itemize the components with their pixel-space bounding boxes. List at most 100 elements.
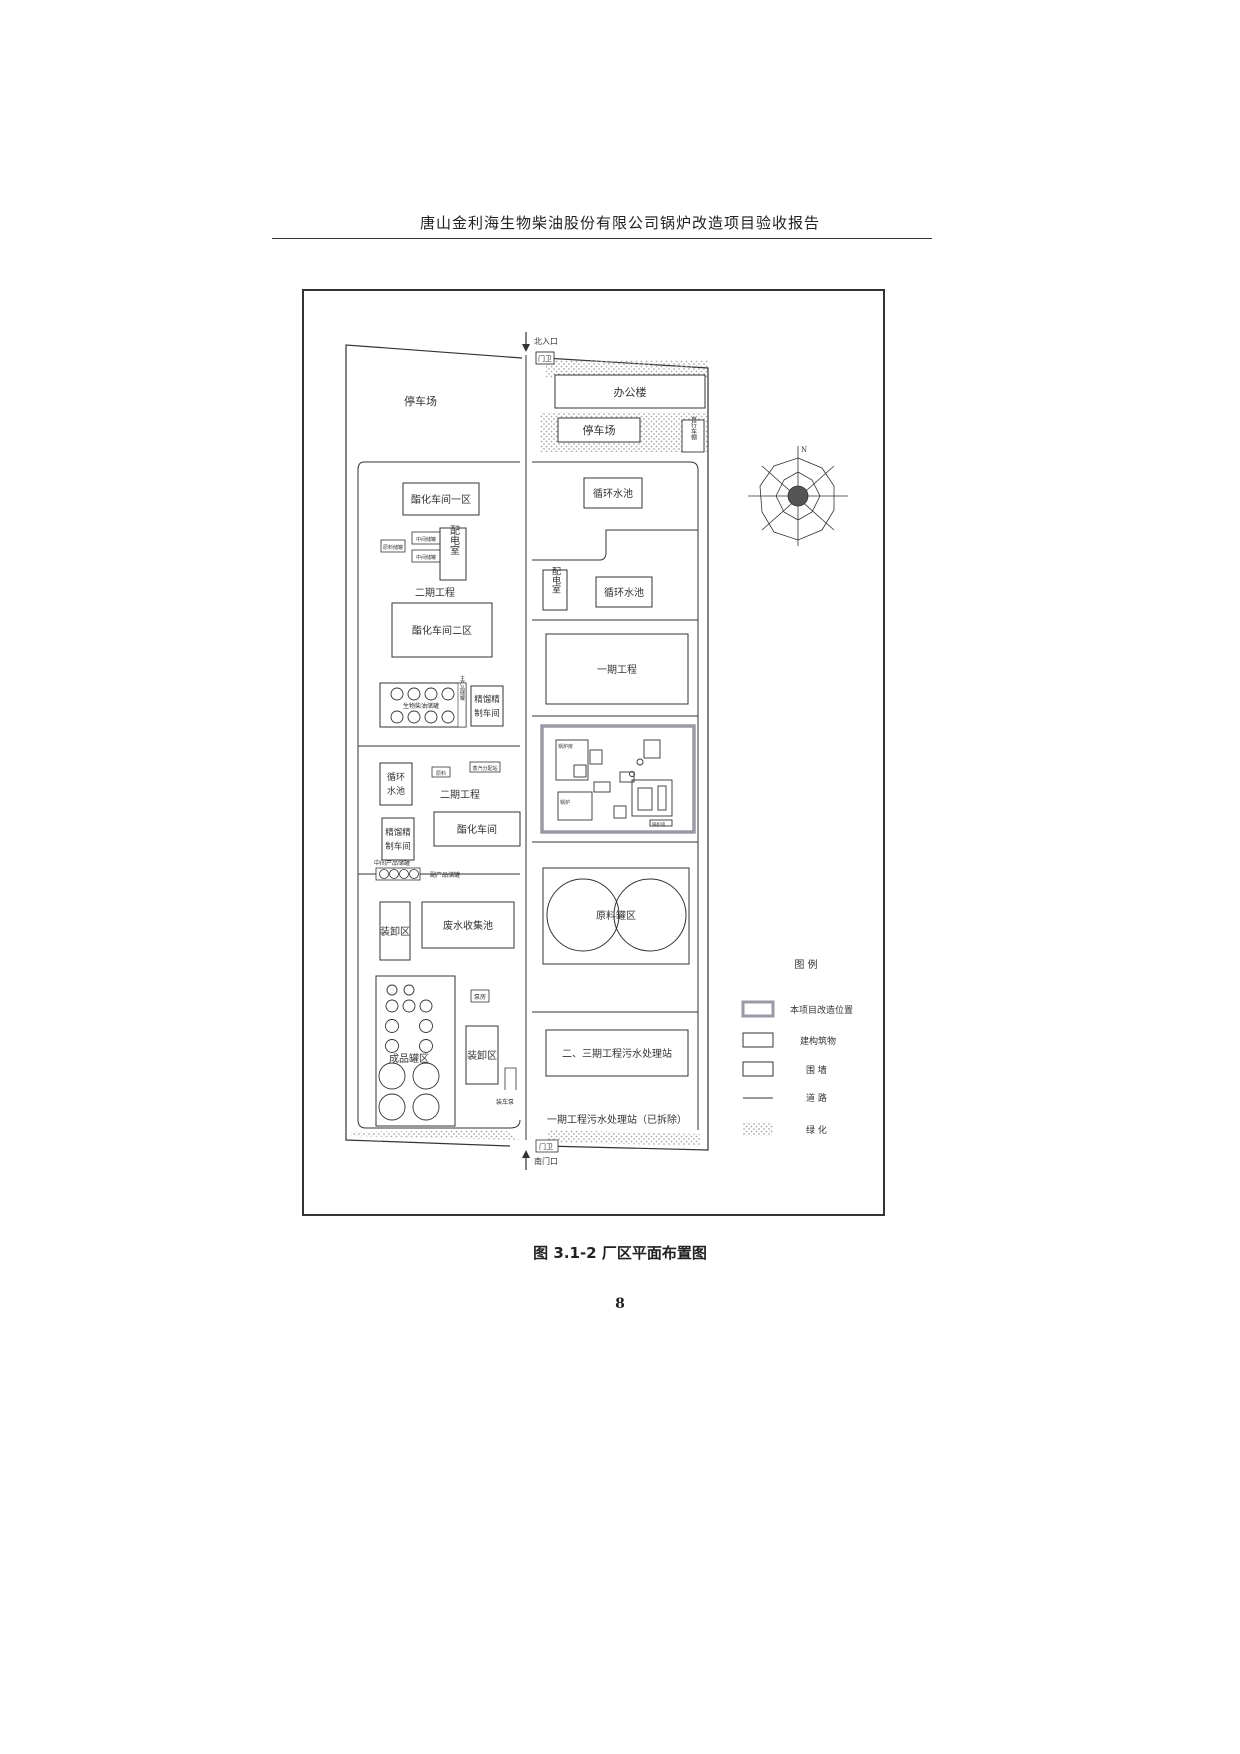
product-tanks (378, 984, 440, 1121)
product-tank-area-label: 成品罐区 (389, 1052, 429, 1065)
power-room-2 (542, 569, 568, 611)
phase3-label: 二期工程 (440, 789, 480, 801)
north-gate: 北入口 (522, 332, 558, 352)
phase1-building (545, 633, 689, 705)
office-label: 办公楼 (614, 385, 647, 399)
east-road (532, 461, 699, 1130)
loading-pump-label: 装车泵 (496, 1098, 514, 1106)
waste-water-pool-label: 废水收集池 (443, 919, 493, 932)
parking-west-label: 停车场 (404, 394, 437, 408)
report-header: 唐山金利海生物柴油股份有限公司锅炉改造项目验收报告 (419, 214, 820, 232)
legend: 图 例 本项目改造位置 建构筑物 围 墙 道 路 绿 化 (741, 958, 853, 1136)
guard-north-label: 门卫 (538, 354, 552, 363)
retrofit-boiler-area (540, 724, 696, 834)
distill-2-label-b: 制车间 (385, 841, 411, 852)
page-number: 8 (615, 1296, 625, 1312)
wwtp-phase23 (545, 1029, 689, 1077)
circ-pool-west (379, 762, 413, 806)
small-tank-c-label: 中间储罐 (416, 554, 436, 561)
distill-2-label-a: 精馏精 (385, 827, 411, 838)
distill-1 (470, 685, 504, 727)
legend-wall-label: 围 墙 (806, 1064, 827, 1076)
wwtp-phase1-label: 一期工程污水处理站（已拆除） (547, 1113, 687, 1126)
unload-area-2 (465, 1025, 499, 1085)
figure-caption: 图 3.1-2 厂区平面布置图 (533, 1244, 707, 1262)
main-product-tanks (457, 682, 467, 728)
esterification-1 (402, 482, 480, 516)
unload-area-1 (379, 901, 411, 961)
wwtp-phase23-label: 二、三期工程污水处理站 (562, 1047, 672, 1060)
biodiesel-tank-area (379, 682, 467, 728)
distill-1-label-b: 制车间 (474, 708, 500, 719)
pump-room-small (470, 989, 490, 1003)
north-gate-label: 北入口 (534, 337, 558, 346)
phase2-label: 二期工程 (415, 587, 455, 599)
small-tank-b-label: 中间储罐 (416, 536, 436, 543)
esterification-3-label: 酯化车间 (457, 823, 497, 836)
south-gate: 南门口 (522, 1150, 558, 1170)
esterification-3 (433, 811, 521, 847)
power-room-2-label: 配电室 (550, 566, 561, 593)
guard-south (535, 1139, 559, 1153)
boiler-equipment (555, 739, 673, 827)
legend-title: 图 例 (794, 958, 817, 971)
loading-pump-outline (504, 1067, 517, 1090)
office-building (554, 374, 706, 409)
boiler-room-label: 锅炉房 (558, 743, 573, 750)
esterification-2-label: 酯化车间二区 (412, 624, 472, 637)
circ-pool-east-1 (583, 477, 643, 509)
side-product-tank-circles (379, 869, 419, 879)
guard-north (535, 351, 555, 365)
circ-pool-east-2 (595, 576, 653, 608)
esterification-2 (391, 602, 493, 658)
legend-retrofit-label: 本项目改造位置 (790, 1004, 853, 1016)
esterification-1-label: 酯化车间一区 (411, 493, 471, 506)
raw-tanks (546, 878, 687, 952)
bike-shed-label: 自行车棚 (690, 415, 697, 441)
header-rule (272, 238, 932, 239)
biodiesel-tanks (390, 687, 455, 724)
circ-pool-east-2-label: 循环水池 (604, 586, 644, 599)
main-product-tanks-label: 主产品储罐 (459, 675, 465, 702)
mid-tanks-label: 中间产品储罐 (374, 859, 410, 867)
circ-pool-west-label-a: 循环 (387, 771, 405, 783)
legend-building-label: 建构筑物 (800, 1035, 836, 1047)
pump-room-small-label: 泵房 (474, 993, 486, 1001)
figure-frame (302, 289, 885, 1216)
legend-wall-swatch (742, 1061, 774, 1077)
small-tank-a-label: 原料储罐 (383, 544, 403, 551)
parking-east-label: 停车场 (583, 423, 616, 437)
unload-area-1-label: 装卸区 (380, 925, 410, 938)
raw-tank-area-label: 原料罐区 (596, 909, 636, 922)
legend-green-swatch (743, 1122, 773, 1136)
small-c1-label: 原料 (436, 770, 446, 777)
compass-north-label: N (801, 446, 807, 454)
legend-building-swatch (742, 1032, 774, 1048)
circ-pool-west-label-b: 水池 (387, 785, 405, 797)
wind-rose-icon: N (748, 446, 848, 546)
south-gate-label: 南门口 (534, 1156, 558, 1166)
legend-road-label: 道 路 (806, 1092, 827, 1104)
distill-2 (381, 817, 415, 861)
unload-area-2-label: 装卸区 (467, 1049, 497, 1062)
legend-green-label: 绿 化 (806, 1124, 827, 1136)
boiler-b-label: 锅炉房 (652, 821, 666, 828)
power-room-1-label: 配电室 (448, 525, 460, 555)
small-c2 (469, 761, 501, 773)
biodiesel-tanks-label: 生物柴油储罐 (403, 702, 439, 710)
guard-south-label: 门卫 (539, 1142, 553, 1151)
circ-pool-east-1-label: 循环水池 (593, 487, 633, 500)
waste-water-pool (421, 901, 515, 949)
small-tank-a (380, 539, 406, 553)
boiler-a-label: 锅炉 (560, 799, 570, 806)
legend-retrofit-swatch (741, 1000, 775, 1018)
parking-east (557, 417, 641, 443)
small-c2-label: 蒸汽分配站 (472, 765, 497, 772)
side-product-label: 副产品储罐 (430, 871, 460, 879)
distill-1-label-a: 精馏精 (474, 694, 500, 705)
bike-shed (681, 419, 705, 453)
small-c1 (431, 766, 451, 778)
power-room-1 (439, 527, 467, 581)
phase1-label: 一期工程 (597, 664, 637, 676)
